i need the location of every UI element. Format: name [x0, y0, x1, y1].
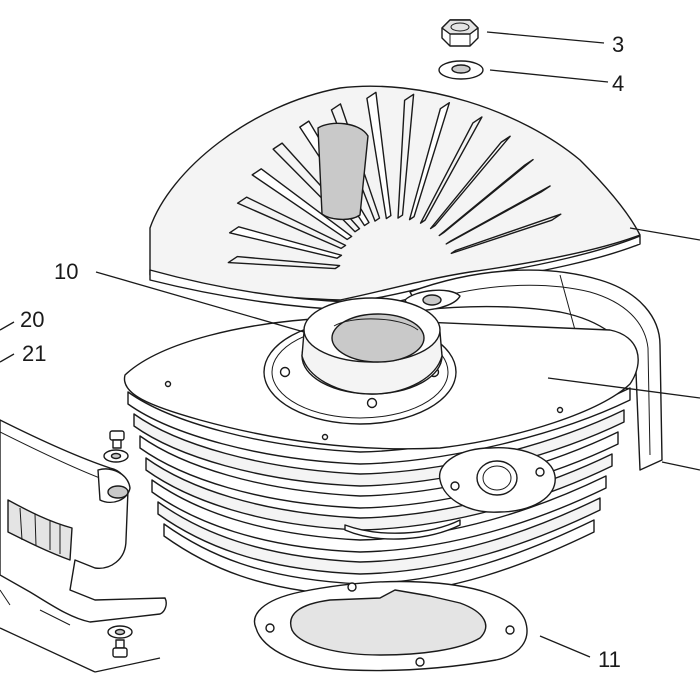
callout-11: 11	[598, 647, 621, 672]
block-fin	[145, 453, 613, 531]
head-fin	[228, 226, 343, 259]
block-fin	[163, 519, 595, 597]
head-fin	[251, 168, 353, 241]
callout-4: 4	[612, 71, 624, 96]
callout-20: 20	[20, 307, 44, 332]
head-fin	[450, 213, 562, 255]
callout-21: 21	[22, 341, 46, 366]
washer	[438, 60, 484, 80]
head-fin	[397, 93, 415, 219]
screw-upper	[103, 430, 129, 463]
callout-10: 10	[54, 259, 78, 284]
head-fin	[429, 135, 511, 230]
callout-labels: 3 4 10 20 21 11	[20, 32, 624, 672]
head-fin	[408, 102, 451, 221]
callout-3: 3	[612, 32, 624, 57]
head-fin	[227, 255, 341, 270]
head-fin	[419, 116, 483, 224]
block-fin	[157, 497, 601, 575]
hex-nut	[441, 19, 479, 47]
cylinder-head	[149, 85, 641, 311]
block-fin	[151, 475, 607, 553]
block-fin	[139, 431, 619, 509]
base-gasket	[253, 580, 528, 672]
block-fin	[127, 387, 631, 465]
cylinder-block	[123, 297, 639, 597]
head-fin	[438, 158, 534, 237]
side-trim-panel	[0, 419, 167, 626]
screw-lower	[107, 625, 133, 658]
head-fin	[236, 196, 347, 250]
head-fin	[366, 91, 392, 220]
block-fins	[127, 387, 631, 597]
leader-lines	[0, 31, 700, 673]
head-fin	[445, 185, 551, 245]
block-fin	[133, 409, 625, 487]
